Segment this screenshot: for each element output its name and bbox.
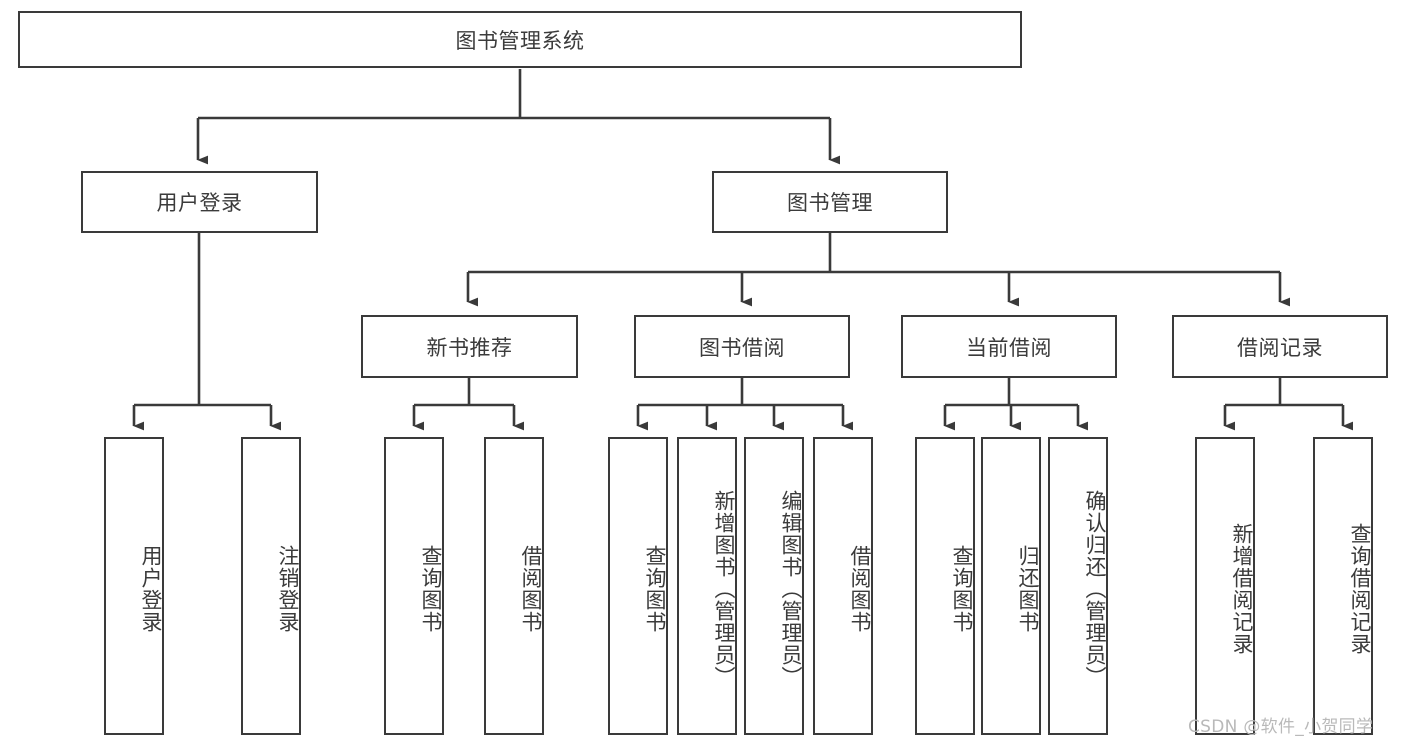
leaf-borrow-book[interactable]: 借阅图书 [813, 437, 873, 735]
node-current-borrow[interactable]: 当前借阅 [901, 315, 1117, 378]
node-label: 图书管理系统 [455, 28, 585, 53]
node-label: 新书推荐 [426, 335, 513, 360]
node-label: 借阅图书 [848, 545, 872, 633]
node-book-borrow[interactable]: 图书借阅 [634, 315, 850, 378]
leaf-borrow-book-recommend[interactable]: 借阅图书 [484, 437, 544, 735]
node-label: 用户登录 [156, 191, 243, 215]
node-new-book-recommend[interactable]: 新书推荐 [361, 315, 578, 378]
node-label: 当前借阅 [966, 335, 1052, 360]
leaf-return-book[interactable]: 归还图书 [981, 437, 1041, 735]
node-label: 图书管理 [787, 191, 873, 215]
node-label: 查询借阅记录 [1348, 523, 1372, 655]
node-label: 用户登录 [139, 545, 163, 633]
leaf-add-book-admin[interactable]: 新增图书（管理员） [677, 437, 737, 735]
leaf-edit-book-admin[interactable]: 编辑图书（管理员） [744, 437, 804, 735]
node-label: 编辑图书（管理员） [779, 490, 803, 688]
node-label: 查询图书 [950, 545, 974, 633]
node-book-management-system[interactable]: 图书管理系统 [18, 11, 1022, 68]
node-label: 借阅记录 [1237, 335, 1323, 360]
node-borrow-record[interactable]: 借阅记录 [1172, 315, 1388, 378]
leaf-add-borrow-record[interactable]: 新增借阅记录 [1195, 437, 1255, 735]
node-book-management[interactable]: 图书管理 [712, 171, 948, 233]
leaf-user-login[interactable]: 用户登录 [104, 437, 164, 735]
node-label: 确认归还（管理员） [1083, 490, 1107, 688]
node-label: 新增借阅记录 [1230, 523, 1254, 655]
leaf-query-book-recommend[interactable]: 查询图书 [384, 437, 444, 735]
leaf-query-book-borrow[interactable]: 查询图书 [608, 437, 668, 735]
node-label: 查询图书 [419, 545, 443, 633]
csdn-watermark: CSDN @软件_小贺同学 [1188, 717, 1374, 737]
node-user-login[interactable]: 用户登录 [81, 171, 318, 233]
leaf-logout-login[interactable]: 注销登录 [241, 437, 301, 735]
node-label: 查询图书 [643, 545, 667, 633]
leaf-query-book-current[interactable]: 查询图书 [915, 437, 975, 735]
node-label: 归还图书 [1016, 545, 1040, 633]
node-label: 注销登录 [276, 545, 300, 633]
node-label: 新增图书（管理员） [712, 490, 736, 688]
leaf-query-borrow-record[interactable]: 查询借阅记录 [1313, 437, 1373, 735]
leaf-confirm-return-admin[interactable]: 确认归还（管理员） [1048, 437, 1108, 735]
node-label: 图书借阅 [699, 335, 785, 360]
node-label: 借阅图书 [519, 545, 543, 633]
